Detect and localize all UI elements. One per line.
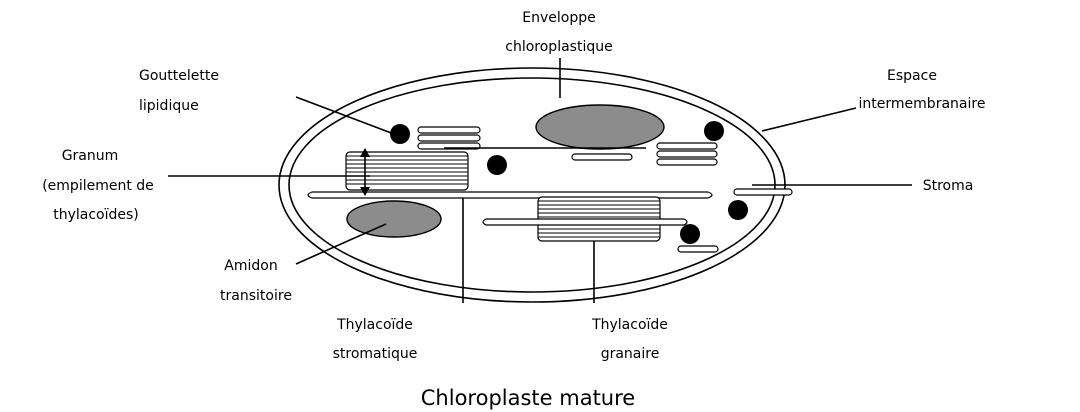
label-enveloppe-1: Enveloppe (522, 10, 595, 26)
label-espace-2: intermembranaire (859, 96, 986, 112)
small-thylakoid-stack (418, 127, 480, 149)
label-thylacoide-granaire-2: granaire (601, 346, 660, 362)
stromal-thylakoid-lower (483, 219, 687, 225)
label-granum-3: thylacoïdes) (53, 207, 139, 223)
label-amidon-2: transitoire (220, 288, 292, 304)
leader-amidon (296, 224, 386, 264)
label-granum-2: (empilement de (42, 178, 154, 194)
lipid-droplet (487, 155, 507, 175)
label-thylacoide-stromatique-1: Thylacoïde (336, 317, 413, 333)
label-granum-1: Granum (62, 148, 119, 164)
label-espace-1: Espace (887, 68, 937, 84)
lipid-droplet (680, 224, 700, 244)
leader-espace (762, 108, 856, 131)
label-thylacoide-granaire-1: Thylacoïde (591, 317, 668, 333)
label-amidon-1: Amidon (224, 258, 277, 274)
lipid-droplet (704, 121, 724, 141)
right-thylakoid-stack (657, 143, 717, 165)
stromal-thylakoid (572, 154, 632, 160)
label-stroma: Stroma (923, 178, 974, 194)
label-gouttelette-1: Gouttelette (139, 68, 219, 84)
label-enveloppe-2: chloroplastique (505, 39, 612, 55)
lipid-droplet (728, 200, 748, 220)
stromal-thylakoid (678, 246, 718, 252)
label-thylacoide-stromatique-2: stromatique (333, 346, 418, 362)
label-gouttelette-2: lipidique (139, 98, 199, 114)
stromal-thylakoid (734, 189, 792, 195)
caption: Chloroplaste mature (421, 386, 635, 410)
starch-grain-left (347, 201, 441, 237)
starch-grain-top (536, 105, 664, 149)
